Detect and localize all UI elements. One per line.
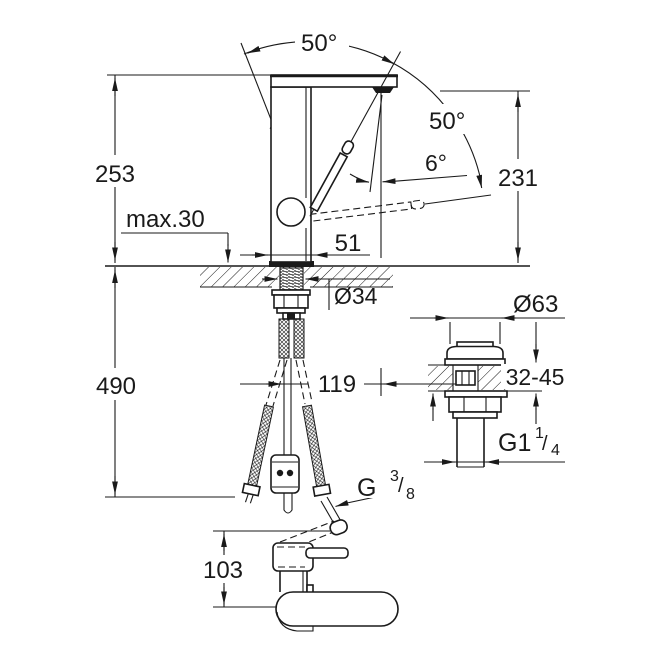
side-view: 103 xyxy=(198,519,399,632)
drain-pipe xyxy=(456,418,485,468)
spout-outlet xyxy=(372,87,394,93)
handle-side-ray xyxy=(424,194,492,205)
dim-231: 231 xyxy=(440,90,544,263)
spout-tilt-lines xyxy=(369,92,383,258)
deck-hatch-right xyxy=(304,267,393,287)
outlet-height-label: 231 xyxy=(498,165,538,192)
deck-surface xyxy=(105,265,530,288)
total-height-label: 253 xyxy=(95,161,135,188)
hose-thread-den: 8 xyxy=(406,486,415,503)
dim-51: 51 xyxy=(240,230,370,258)
ball-joint xyxy=(276,197,306,227)
base-plate xyxy=(269,261,314,267)
drain-cap xyxy=(444,341,506,366)
spout xyxy=(270,74,398,93)
drain-nut xyxy=(444,390,508,419)
drain-thread-slash: / xyxy=(542,433,548,455)
drain-thread-base: G1 xyxy=(498,429,531,457)
dim-119: 119 xyxy=(240,368,458,398)
dim-490: 490 xyxy=(92,267,235,498)
side-handle xyxy=(305,547,349,559)
dim-drain-dia: Ø63 xyxy=(410,291,565,344)
hose-thread-base: G xyxy=(357,474,376,502)
hose-weight xyxy=(270,454,300,494)
dim-shank-dia: Ø34 xyxy=(262,276,390,310)
mounting-shank xyxy=(271,266,311,320)
drain-thread-callout: G1 1 / 4 xyxy=(424,424,570,465)
supply-hose-right xyxy=(293,318,343,528)
side-handle-raised-dashed xyxy=(279,519,348,551)
side-neck xyxy=(279,571,314,594)
drain-diameter-label: Ø63 xyxy=(513,291,558,318)
deck-hatch-left xyxy=(200,267,279,287)
dim-handle-angle: 50° 50° xyxy=(243,27,483,189)
dim-253: 253 xyxy=(92,74,270,263)
drain-deck-range-label: 32-45 xyxy=(506,364,565,390)
spout-swivel-angle-label: 50° xyxy=(429,108,465,135)
shank-diameter-label: Ø34 xyxy=(334,283,378,309)
hose-thread-num: 3 xyxy=(390,468,399,485)
drain-thread-den: 4 xyxy=(551,442,560,459)
pullout-hose xyxy=(270,358,300,514)
handle-angle-label: 50° xyxy=(301,30,337,57)
drain-detail: Ø63 32-45 xyxy=(410,291,570,468)
drain-thread-num: 1 xyxy=(535,425,544,442)
max-deck-label: max.30 xyxy=(126,206,205,233)
hose-length-label: 490 xyxy=(96,373,136,400)
spout-tilt-label: 6° xyxy=(425,150,447,176)
dim-drain-deck-range: 32-45 xyxy=(430,322,569,433)
dim-max-deck: max.30 xyxy=(121,206,231,263)
outlet-offset-label: 119 xyxy=(318,371,356,398)
side-spout-base xyxy=(275,591,399,632)
body-width-label: 51 xyxy=(335,230,362,257)
faucet-body xyxy=(269,86,314,267)
side-height-label: 103 xyxy=(203,557,243,584)
front-view xyxy=(105,42,530,288)
drain-deck xyxy=(428,364,542,392)
dim-spout-tilt: 6° xyxy=(349,149,468,185)
hose-thread-slash: / xyxy=(398,475,404,497)
handle-side-dashed xyxy=(301,199,425,223)
handle-closed xyxy=(309,51,402,217)
dim-103: 103 xyxy=(198,530,330,608)
supply-hose-left xyxy=(241,318,290,504)
hose-thread-callout: G 3 / 8 xyxy=(335,466,422,508)
